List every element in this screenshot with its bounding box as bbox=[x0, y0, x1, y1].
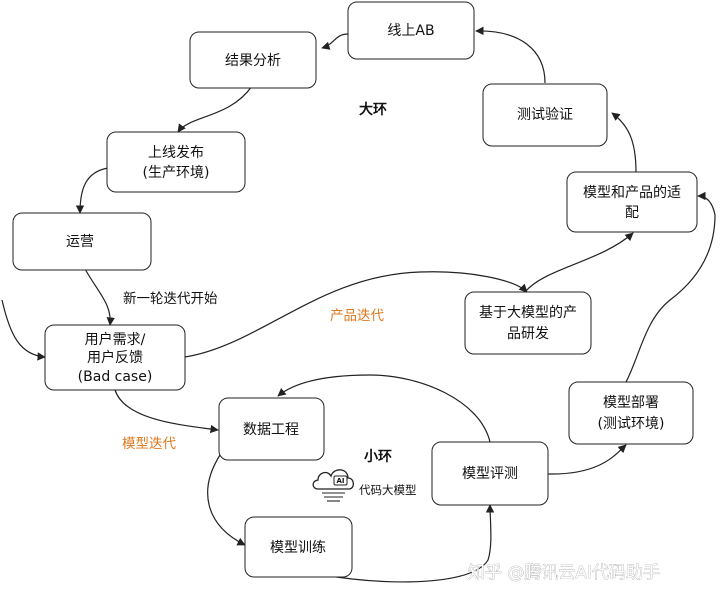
svg-text:模型训练: 模型训练 bbox=[270, 540, 326, 556]
svg-text:模型和产品的适: 模型和产品的适 bbox=[583, 185, 681, 201]
node-result-analysis: 结果分析 bbox=[189, 31, 317, 89]
node-data-engineering: 数据工程 bbox=[218, 397, 325, 461]
svg-text:模型评测: 模型评测 bbox=[462, 466, 518, 482]
edge-incoming-to-feedback bbox=[1, 299, 46, 361]
edge-adapt-to-test-verify bbox=[611, 112, 637, 173]
node-test-verify: 测试验证 bbox=[482, 83, 608, 147]
node-model-deploy: 模型部署 (测试环境) bbox=[568, 381, 694, 445]
edge-operation-to-feedback bbox=[84, 268, 115, 326]
small-loop-title: 小环 bbox=[364, 449, 392, 465]
svg-text:运营: 运营 bbox=[66, 234, 94, 250]
svg-text:(Bad case): (Bad case) bbox=[78, 369, 153, 385]
edge-model-train-to-model-eval bbox=[299, 504, 495, 583]
node-user-feedback: 用户需求/ 用户反馈 (Bad case) bbox=[44, 324, 186, 391]
edge-test-verify-to-online-ab bbox=[475, 26, 546, 84]
watermark: 知乎 @腾讯云AI代码助手 bbox=[468, 563, 660, 583]
edge-deploy-to-adapt bbox=[625, 191, 716, 383]
svg-text:品研发: 品研发 bbox=[507, 326, 549, 342]
svg-text:模型部署: 模型部署 bbox=[603, 395, 659, 411]
svg-text:AI: AI bbox=[336, 477, 344, 485]
svg-text:用户需求/: 用户需求/ bbox=[85, 331, 146, 348]
svg-text:结果分析: 结果分析 bbox=[225, 53, 281, 69]
label-product-iteration: 产品迭代 bbox=[330, 308, 384, 324]
svg-text:配: 配 bbox=[625, 205, 639, 221]
cloud-ai-icon: AI bbox=[312, 469, 355, 502]
node-launch: 上线发布 (生产环境) bbox=[106, 131, 246, 193]
logo-text: 代码大模型 bbox=[359, 483, 417, 497]
edge-model-eval-to-deploy bbox=[547, 444, 627, 475]
big-loop-title: 大环 bbox=[359, 101, 387, 118]
node-model-training: 模型训练 bbox=[244, 516, 353, 578]
edge-data-eng-to-model-train bbox=[207, 454, 246, 546]
edge-online-ab-to-result-analysis bbox=[321, 33, 349, 50]
node-online-ab: 线上AB bbox=[347, 1, 475, 60]
svg-text:用户反馈: 用户反馈 bbox=[87, 349, 143, 366]
label-model-iteration: 模型迭代 bbox=[122, 436, 176, 452]
logo-cloud-ai: AI 代码大模型 bbox=[312, 469, 417, 502]
edge-feedback-to-data-eng bbox=[114, 389, 219, 434]
node-model-product-adapt: 模型和产品的适 配 bbox=[566, 171, 698, 233]
label-new-round: 新一轮迭代开始 bbox=[123, 291, 218, 307]
edge-launch-to-operation bbox=[75, 167, 109, 214]
svg-text:(测试环境): (测试环境) bbox=[598, 416, 665, 432]
svg-text:基于大模型的产: 基于大模型的产 bbox=[479, 304, 577, 321]
svg-text:(生产环境): (生产环境) bbox=[143, 165, 210, 181]
svg-text:数据工程: 数据工程 bbox=[243, 422, 299, 438]
node-llm-product-rnd: 基于大模型的产 品研发 bbox=[464, 291, 592, 355]
edge-model-eval-to-data-eng bbox=[277, 374, 491, 443]
svg-text:上线发布: 上线发布 bbox=[148, 145, 204, 161]
node-operation: 运营 bbox=[12, 212, 152, 271]
svg-text:线上AB: 线上AB bbox=[387, 23, 434, 39]
edge-feedback-to-rnd bbox=[184, 271, 528, 358]
svg-text:测试验证: 测试验证 bbox=[517, 107, 573, 123]
edge-rnd-to-adapt bbox=[524, 232, 634, 293]
node-model-evaluation: 模型评测 bbox=[431, 441, 549, 506]
edge-result-analysis-to-launch bbox=[177, 85, 253, 133]
